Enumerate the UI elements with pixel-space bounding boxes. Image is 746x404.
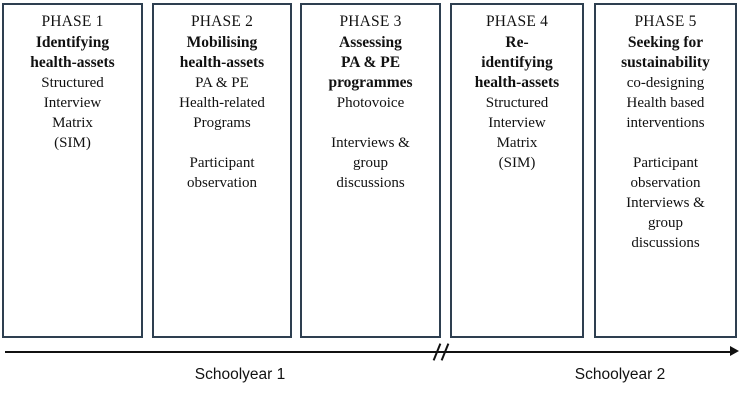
phase-body-line: Interviews & xyxy=(331,135,410,151)
phase-title-line: Mobilising xyxy=(186,34,258,51)
phase-title-line: Seeking for xyxy=(627,34,704,51)
phase-box-3: PHASE 3 Assessing PA & PE programmes Pho… xyxy=(300,3,441,338)
phase-title-5: Seeking for sustainability xyxy=(600,33,731,73)
phase-title-3: Assessing PA & PE programmes xyxy=(306,33,435,93)
phase-body-block: Structured Interview Matrix (SIM) xyxy=(10,73,135,153)
phase-body-line: observation xyxy=(630,175,701,191)
phase-body-block: Interviews & group discussions xyxy=(308,133,433,193)
phase-title-line: sustainability xyxy=(621,54,710,71)
phase-body-line: Interview xyxy=(43,95,102,111)
phase-body-block: Structured Interview Matrix (SIM) xyxy=(458,93,576,173)
phase-body-3: Photovoice Interviews & group discussion… xyxy=(306,93,435,193)
phase-body-line: Participant xyxy=(633,155,698,171)
timeline-arrowhead-icon xyxy=(730,346,739,356)
phase-body-4: Structured Interview Matrix (SIM) xyxy=(456,93,578,173)
phase-body-line: Interview xyxy=(488,115,546,131)
phase-body-block: Participant observation Interviews & gro… xyxy=(602,153,729,253)
phase-body-line: (SIM) xyxy=(54,135,91,151)
phase-body-line: Programs xyxy=(193,115,251,131)
phase-body-1: Structured Interview Matrix (SIM) xyxy=(8,73,137,153)
phase-title-1: Identifying health-assets xyxy=(8,33,137,73)
phase-body-line: group xyxy=(353,155,388,171)
phase-body-line: discussions xyxy=(336,175,405,191)
phase-body-line: discussions xyxy=(631,235,700,251)
phase-number-3: PHASE 3 xyxy=(339,13,402,30)
timeline-label-schoolyear-2: Schoolyear 2 xyxy=(574,366,666,383)
phase-title-line: Re- xyxy=(505,34,529,51)
phase-body-line: (SIM) xyxy=(498,155,536,171)
phase-body-block: Participant observation xyxy=(160,153,284,193)
timeline-label-schoolyear-1: Schoolyear 1 xyxy=(194,366,286,383)
phase-title-line: PA & PE xyxy=(340,54,401,71)
phase-body-line: Health based xyxy=(626,95,705,111)
phase-body-line: Interviews & xyxy=(626,195,705,211)
phase-body-2: PA & PE Health-related Programs Particip… xyxy=(158,73,286,193)
phase-body-line: interventions xyxy=(626,115,705,131)
phase-title-line: health-assets xyxy=(474,74,560,91)
phase-body-line: co-designing xyxy=(626,75,705,91)
phase-body-block: Photovoice xyxy=(308,93,433,113)
phase-body-line: Structured xyxy=(485,95,549,111)
phase-number-2: PHASE 2 xyxy=(190,13,254,30)
phase-title-2: Mobilising health-assets xyxy=(158,33,286,73)
phase-number-5: PHASE 5 xyxy=(634,13,697,30)
phase-box-5: PHASE 5 Seeking for sustainability co-de… xyxy=(594,3,737,338)
phase-body-line: Matrix xyxy=(52,115,93,131)
phase-title-line: identifying xyxy=(481,54,553,71)
phase-body-line: Photovoice xyxy=(336,95,405,111)
phase-body-block: co-designing Health based interventions xyxy=(602,73,729,133)
phase-title-line: programmes xyxy=(328,74,413,91)
phase-title-line: Assessing xyxy=(339,34,402,51)
phase-number-1: PHASE 1 xyxy=(41,13,104,30)
phase-boxes-row: PHASE 1 Identifying health-assets Struct… xyxy=(2,3,737,338)
timeline-break-icon xyxy=(432,343,454,361)
phase-body-line: observation xyxy=(187,175,257,191)
phase-title-line: Identifying xyxy=(35,34,110,51)
phase-body-line: Matrix xyxy=(496,135,538,151)
phase-body-line: Structured xyxy=(41,75,104,91)
phase-box-1: PHASE 1 Identifying health-assets Struct… xyxy=(2,3,143,338)
phase-title-line: health-assets xyxy=(30,54,115,71)
phase-number-4: PHASE 4 xyxy=(485,13,549,30)
timeline-axis-line xyxy=(5,351,732,353)
phase-body-5: co-designing Health based interventions … xyxy=(600,73,731,253)
phase-title-line: health-assets xyxy=(179,54,265,71)
timeline: Schoolyear 1 Schoolyear 2 xyxy=(0,342,746,404)
phase-body-line: Participant xyxy=(189,155,255,171)
phase-body-block: PA & PE Health-related Programs xyxy=(160,73,284,133)
phase-body-line: Health-related xyxy=(179,95,265,111)
phase-body-line: group xyxy=(648,215,683,231)
phase-box-4: PHASE 4 Re- identifying health-assets St… xyxy=(450,3,584,338)
phase-box-2: PHASE 2 Mobilising health-assets PA & PE… xyxy=(152,3,292,338)
phase-title-4: Re- identifying health-assets xyxy=(456,33,578,93)
phase-body-line: PA & PE xyxy=(195,75,249,91)
